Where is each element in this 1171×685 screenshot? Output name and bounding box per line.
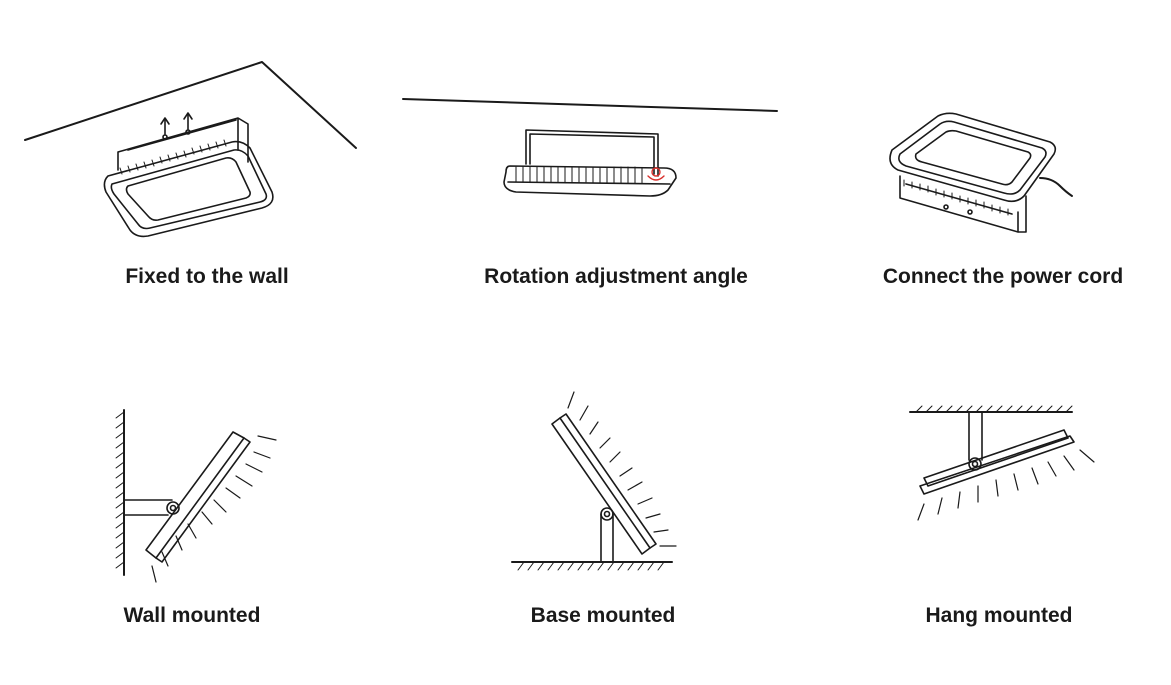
- base-mounted-illustration: [511, 391, 677, 571]
- caption-rotation-adjustment: Rotation adjustment angle: [484, 265, 748, 288]
- pivot-highlight: [647, 167, 665, 181]
- power-cord-illustration: [889, 112, 1073, 233]
- bracket-arm: [123, 499, 173, 516]
- flood-light-panel: [145, 431, 245, 559]
- caption-wall-mounted: Wall mounted: [123, 604, 261, 627]
- flood-light-body: [103, 140, 274, 238]
- light-rays: [151, 435, 277, 583]
- fixed-to-wall-illustration: [24, 61, 357, 238]
- caption-hang-mounted: Hang mounted: [925, 604, 1073, 627]
- caption-base-mounted: Base mounted: [530, 604, 676, 627]
- caption-fixed-to-wall: Fixed to the wall: [125, 265, 289, 288]
- u-bracket: [525, 129, 659, 177]
- mounting-bracket: [899, 175, 1027, 233]
- wall-mounted-illustration: [115, 409, 277, 583]
- light-rays: [567, 391, 677, 547]
- ceiling-corner-line: [24, 61, 357, 149]
- heat-fins: [515, 166, 643, 184]
- wall-hatching: [115, 411, 125, 569]
- light-rays: [917, 449, 1095, 521]
- hanging-post: [968, 411, 983, 461]
- ceiling-hatching: [915, 405, 1073, 413]
- hang-mounted-illustration: [909, 405, 1095, 521]
- flood-light-body: [889, 112, 1057, 203]
- ceiling-line: [402, 98, 778, 112]
- screw-arrows: [160, 112, 193, 140]
- heat-fins: [119, 139, 227, 175]
- power-cord: [1039, 177, 1073, 197]
- rotation-adjustment-illustration: [402, 98, 778, 197]
- base-post: [600, 513, 614, 563]
- ground-hatching: [517, 561, 665, 571]
- caption-connect-power-cord: Connect the power cord: [882, 265, 1124, 288]
- flood-light-body: [503, 165, 677, 197]
- heat-fins: [903, 179, 1009, 216]
- mounting-bracket: [117, 117, 249, 171]
